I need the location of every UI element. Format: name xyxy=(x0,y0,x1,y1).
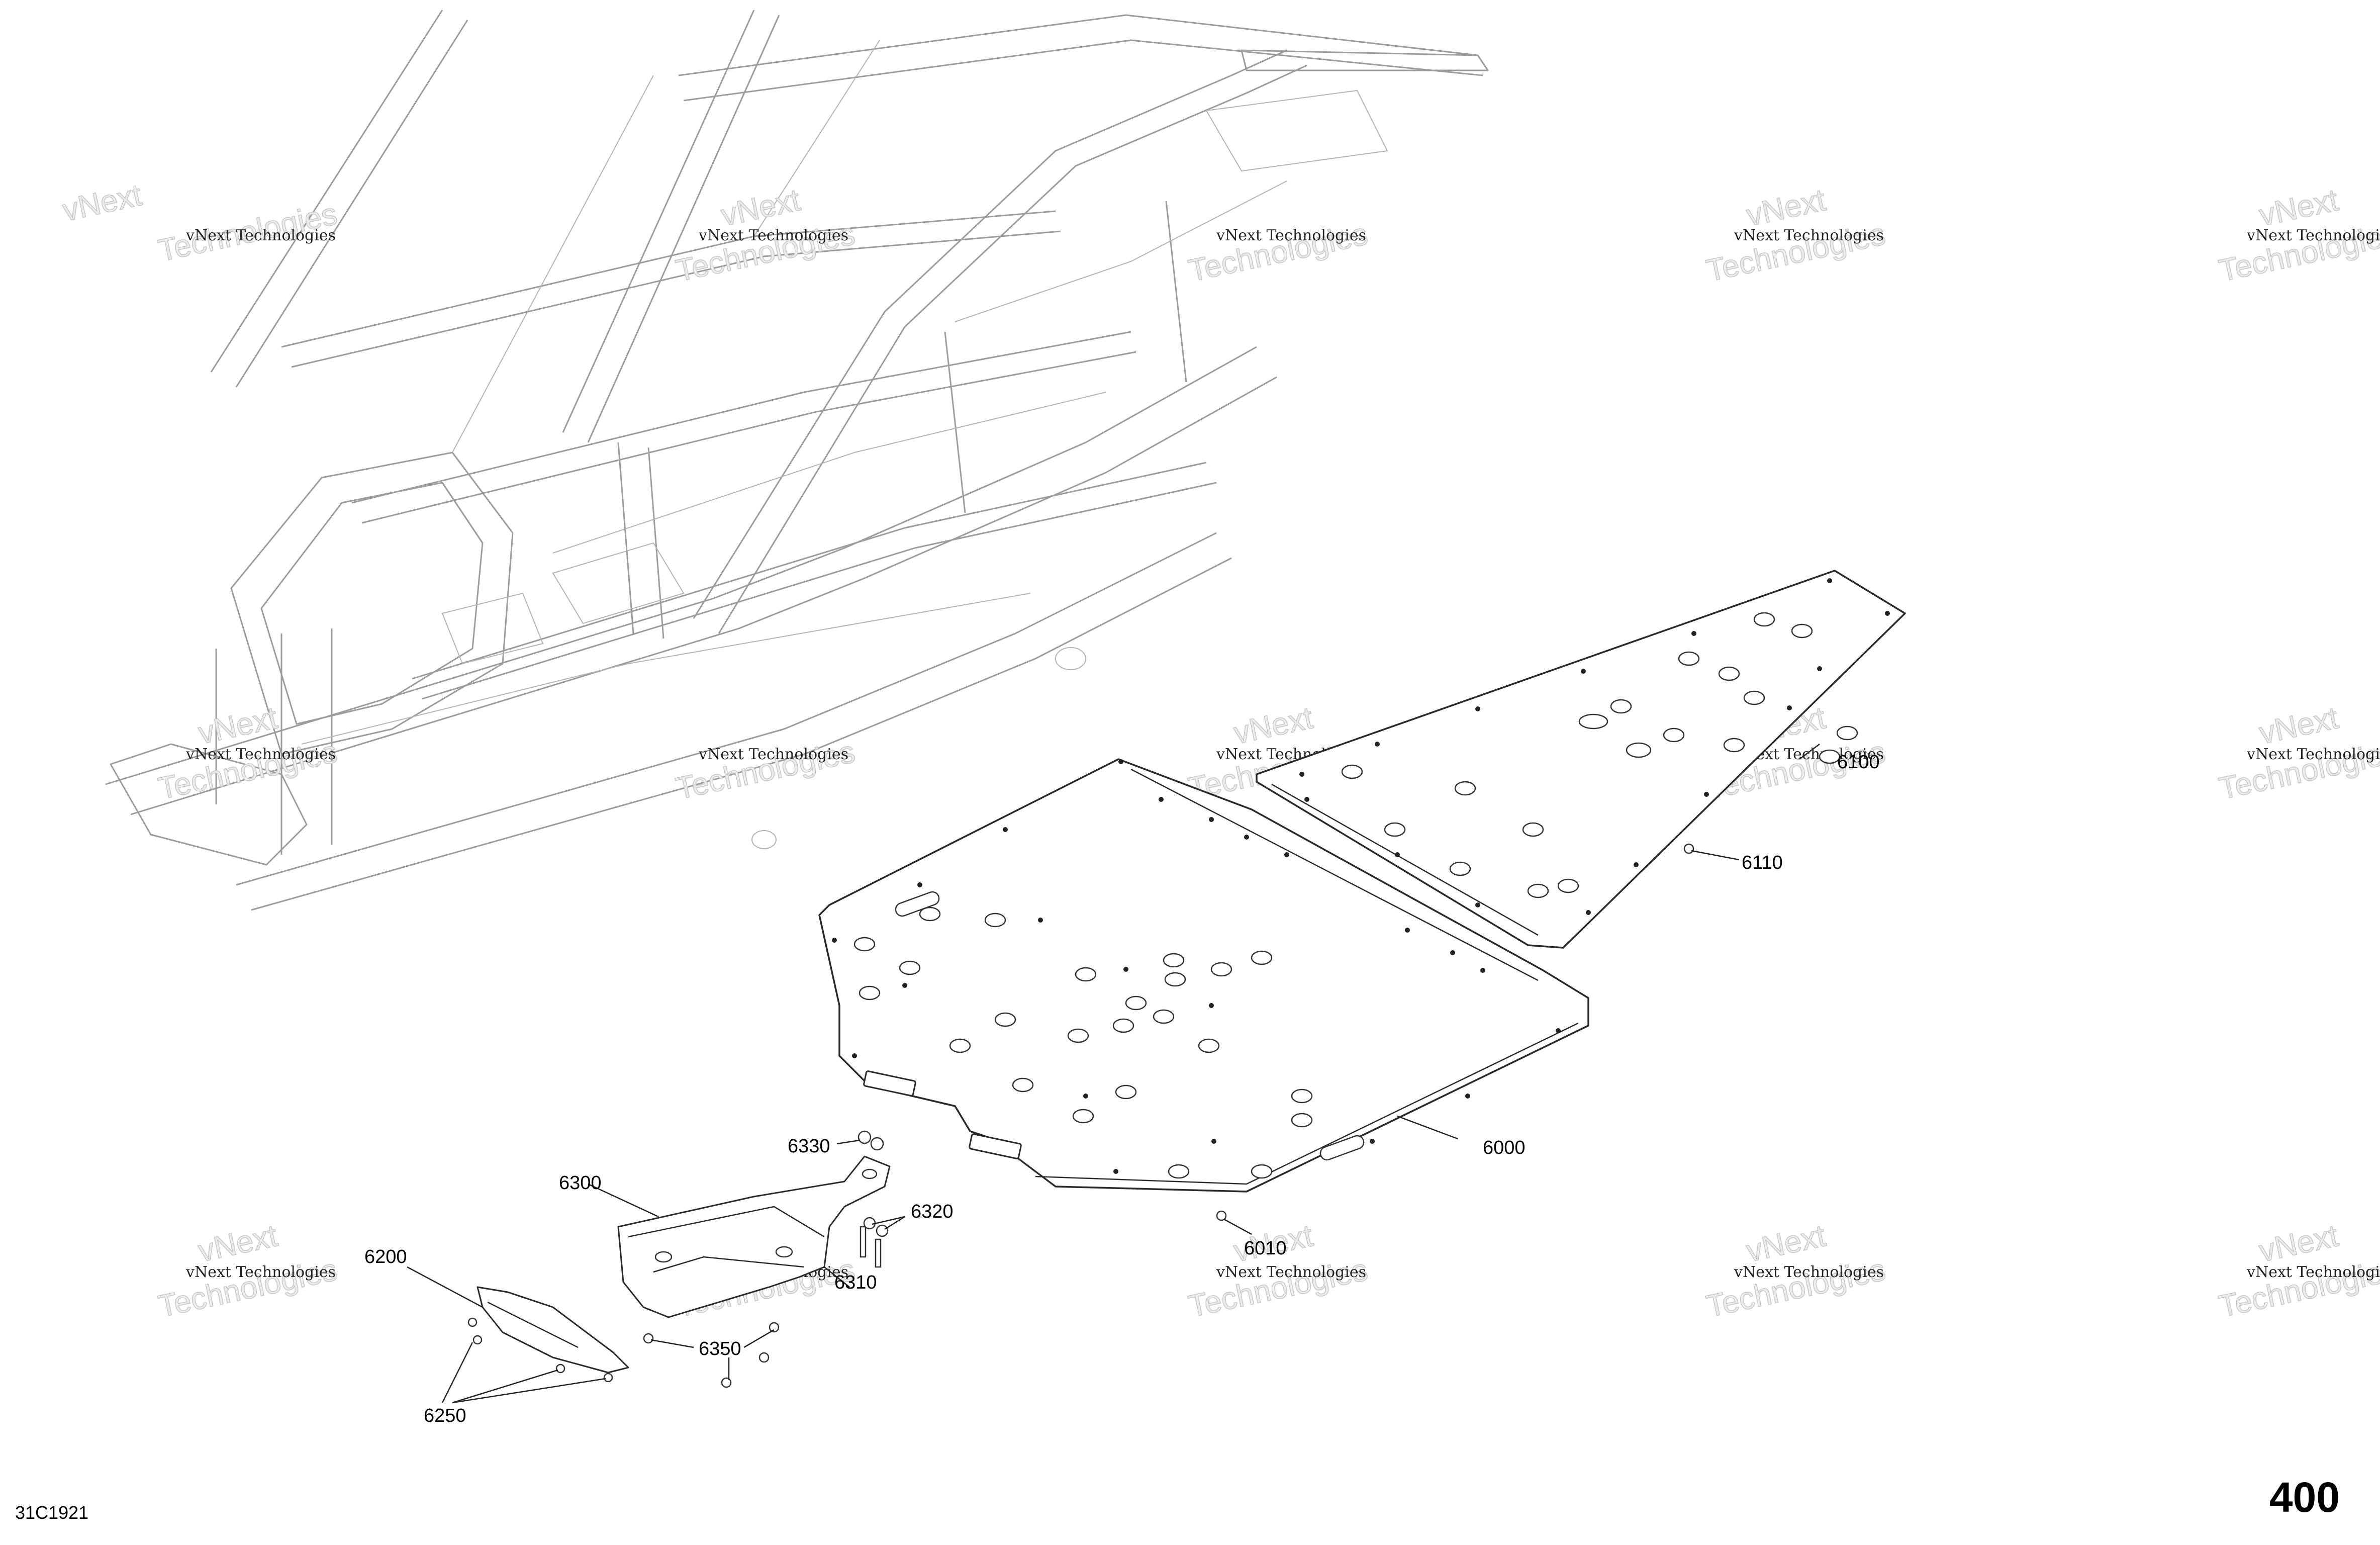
svg-text:vNext: vNext xyxy=(1744,1218,1829,1268)
plate-holes-6000 xyxy=(853,906,1313,1179)
svg-text:vNext: vNext xyxy=(2256,700,2341,751)
callout-6350: 6350 xyxy=(699,1338,741,1359)
callout-labels: 6000 6010 6100 6110 6200 6250 6300 6310 … xyxy=(364,752,1880,1426)
plate-slots-6000 xyxy=(863,891,1365,1161)
svg-text:vNext: vNext xyxy=(1231,700,1316,751)
callout-6310: 6310 xyxy=(834,1272,877,1293)
callout-6100: 6100 xyxy=(1837,752,1880,773)
fasteners xyxy=(467,843,1694,1388)
svg-text:vNext: vNext xyxy=(718,183,803,233)
svg-text:vNext Technologies: vNext Technologies xyxy=(2246,1263,2380,1281)
svg-text:vNext Technologies: vNext Technologies xyxy=(185,1263,336,1281)
svg-text:vNext Technologies: vNext Technologies xyxy=(2246,227,2380,244)
plate-rivets-6000 xyxy=(832,759,1561,1174)
leader-lines xyxy=(407,744,1820,1404)
skid-plate-6000 xyxy=(818,758,1589,1193)
svg-text:vNext: vNext xyxy=(196,1218,280,1268)
svg-text:vNext Technologies: vNext Technologies xyxy=(185,746,336,763)
svg-text:vNext Technologies: vNext Technologies xyxy=(698,227,848,244)
svg-text:vNext Technologies: vNext Technologies xyxy=(1216,1263,1366,1281)
vehicle-frame-drawing xyxy=(105,10,1489,911)
svg-text:vNext: vNext xyxy=(2256,183,2341,233)
svg-text:vNext Technologies: vNext Technologies xyxy=(1734,1263,1884,1281)
diagram-code: 31C1921 xyxy=(15,1502,89,1523)
guard-6200 xyxy=(477,1286,629,1374)
callout-6000: 6000 xyxy=(1483,1137,1526,1158)
plate-holes-6100 xyxy=(1341,612,1858,898)
callout-6200: 6200 xyxy=(364,1246,407,1267)
callout-6110: 6110 xyxy=(1742,852,1783,873)
svg-text:vNext Technologies: vNext Technologies xyxy=(1734,227,1884,244)
callout-6320: 6320 xyxy=(911,1201,954,1222)
svg-text:vNext: vNext xyxy=(2256,1218,2341,1268)
svg-text:vNext: vNext xyxy=(60,177,145,228)
skid-plate-6100 xyxy=(1256,570,1906,949)
callout-6250: 6250 xyxy=(424,1405,466,1426)
svg-text:vNext Technologies: vNext Technologies xyxy=(2246,746,2380,763)
svg-text:vNext: vNext xyxy=(196,700,280,751)
page-number: 400 xyxy=(2269,1474,2340,1521)
callout-6010: 6010 xyxy=(1244,1238,1287,1259)
plate-rivets-6100 xyxy=(1299,578,1890,915)
svg-text:vNext: vNext xyxy=(1744,183,1829,233)
svg-text:vNext Technologies: vNext Technologies xyxy=(1216,227,1366,244)
callout-6300: 6300 xyxy=(559,1172,602,1194)
svg-text:vNext Technologies: vNext Technologies xyxy=(698,746,848,763)
svg-text:vNext Technologies: vNext Technologies xyxy=(185,227,336,244)
bracket-6300 xyxy=(617,1155,891,1318)
callout-6330: 6330 xyxy=(788,1136,830,1157)
